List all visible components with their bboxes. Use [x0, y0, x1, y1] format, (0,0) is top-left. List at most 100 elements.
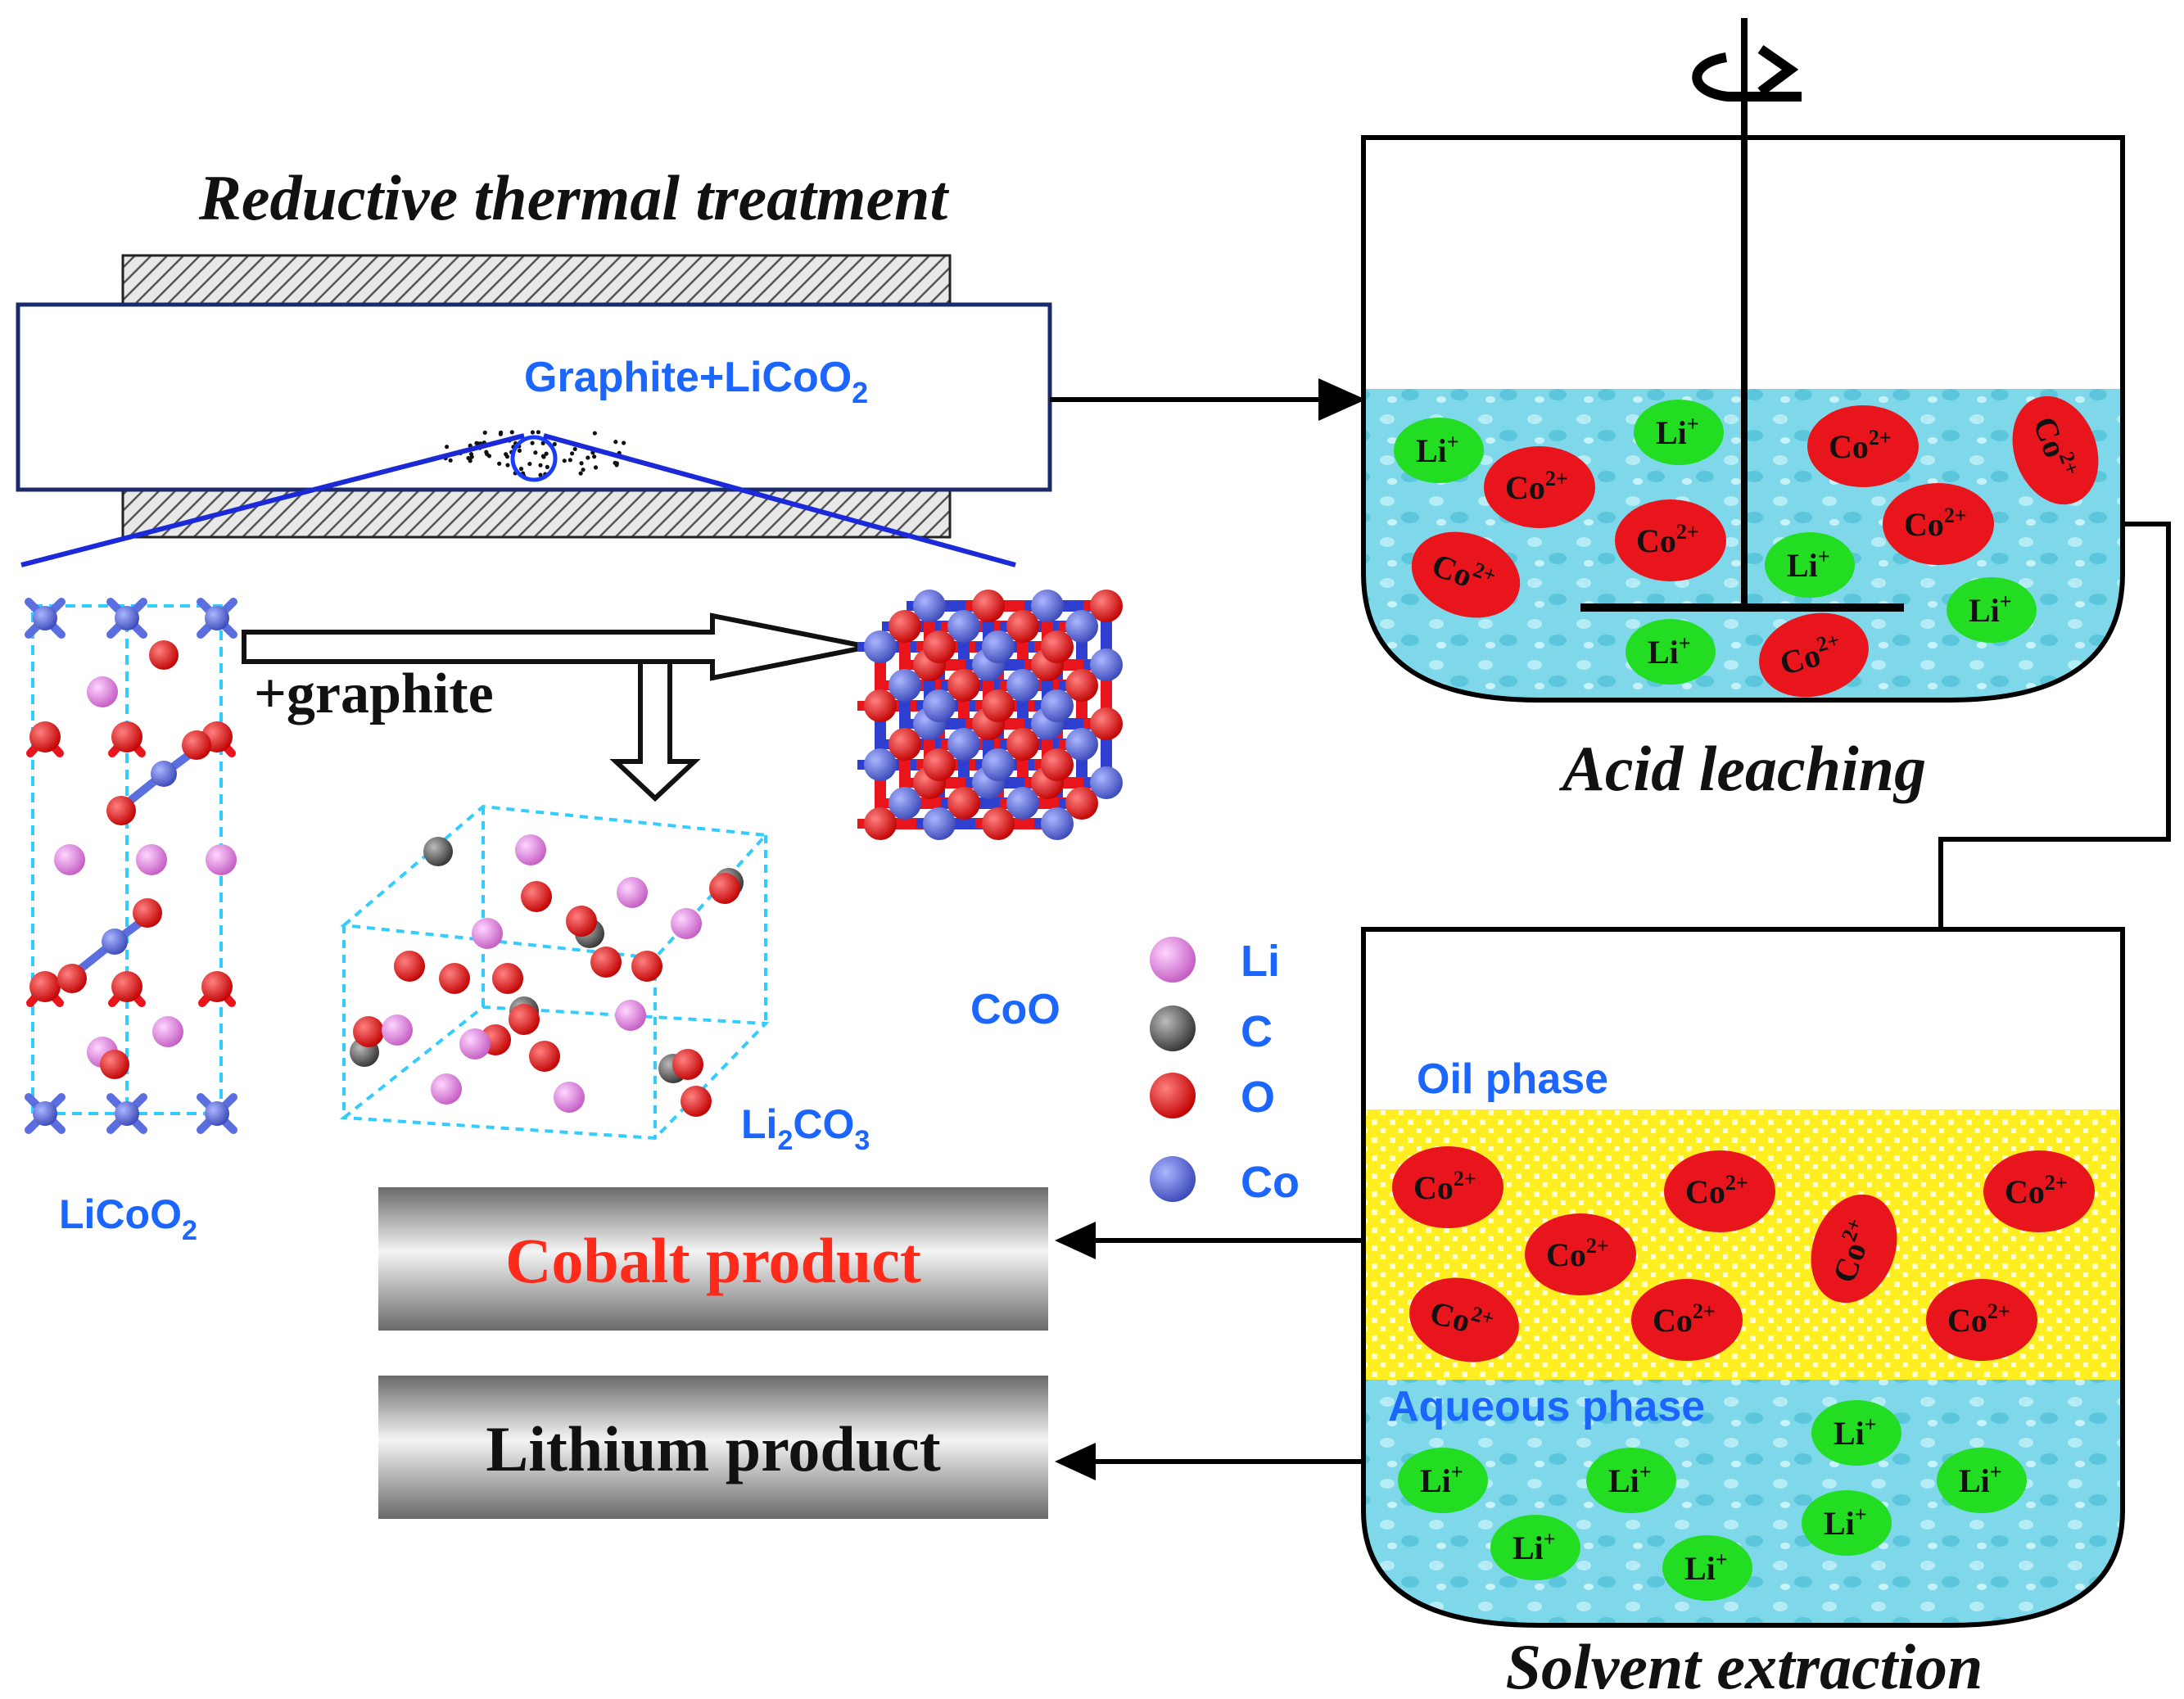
powder-dot — [533, 450, 538, 455]
graphite-licoo2-label: Graphite+LiCoO2 — [524, 354, 868, 409]
co-atom — [913, 590, 946, 622]
co2-ion: Co2+ — [1811, 1194, 1897, 1304]
co-atom — [1090, 766, 1123, 799]
co2-ion: Co2+ — [1411, 531, 1521, 618]
arrowhead-to-lithium — [1055, 1443, 1096, 1480]
powder-dot — [567, 458, 572, 463]
plus-graphite-label: +graphite — [254, 662, 494, 725]
li-ion: Li+ — [1765, 532, 1855, 598]
powder-dot — [538, 472, 543, 477]
powder-dot — [485, 452, 490, 457]
connector-to-extraction — [1938, 522, 2171, 929]
powder-dot — [544, 451, 549, 456]
powder-dot — [593, 465, 599, 470]
co-atom — [115, 1101, 139, 1126]
legend-c-label: C — [1241, 1007, 1273, 1056]
furnace-tube — [16, 302, 1052, 492]
o-atom — [709, 873, 740, 904]
co-atom — [982, 630, 1015, 663]
arrowhead-to-leaching — [1318, 378, 1366, 421]
powder-dot — [614, 463, 619, 468]
o-atom — [672, 1049, 703, 1080]
o-atom — [864, 807, 897, 840]
coo-label: CoO — [970, 986, 1060, 1033]
aqueous-phase-label: Aqueous phase — [1388, 1383, 1705, 1430]
co2-ion: Co2+ — [1983, 1150, 2095, 1232]
o-atom — [509, 1004, 540, 1035]
o-atom — [1090, 590, 1123, 622]
powder-dot — [540, 454, 545, 459]
li-atom — [54, 844, 85, 875]
co2-ion: Co2+ — [1615, 499, 1726, 581]
co-atom — [33, 1101, 57, 1126]
svg-text:Co2+: Co2+ — [2005, 1171, 2068, 1210]
svg-text:Li+: Li+ — [1656, 412, 1699, 451]
co-atom — [115, 606, 139, 630]
o-atom — [972, 590, 1005, 622]
li-ion: Li+ — [1398, 1448, 1488, 1513]
powder-dot — [530, 441, 535, 445]
o-atom — [864, 689, 897, 722]
legend-co-label: Co — [1241, 1158, 1300, 1207]
li-atom — [152, 1016, 183, 1047]
o-atom — [1041, 748, 1074, 781]
svg-text:Co2+: Co2+ — [1505, 467, 1568, 506]
o-atom — [29, 971, 61, 1002]
solvent-extraction-ions: Co2+Co2+Co2+Co2+Co2+Co2+Co2+Co2+Li+Li+Li… — [1392, 1146, 2095, 1601]
o-atom — [889, 728, 921, 761]
li-ion: Li+ — [1802, 1490, 1892, 1556]
li-ion: Li+ — [1947, 577, 2037, 643]
o-atom — [1006, 610, 1039, 643]
licoo2-label: LiCoO2 — [59, 1191, 197, 1246]
co-atom — [947, 728, 980, 761]
co-atom — [151, 761, 177, 787]
co-atom — [864, 748, 897, 781]
svg-text:Li+: Li+ — [1420, 1460, 1463, 1499]
li-ion: Li+ — [1394, 418, 1484, 483]
li2co3-crystal — [339, 804, 770, 1141]
coo-crystal — [857, 590, 1123, 840]
co2-ion: Co2+ — [2012, 395, 2099, 505]
powder-dot — [509, 430, 514, 435]
li-ion: Li+ — [1662, 1535, 1752, 1601]
co-atom — [1065, 728, 1098, 761]
o-atom — [590, 947, 622, 978]
o-atom — [521, 881, 552, 912]
co-atom — [889, 669, 921, 702]
svg-text:Co2+: Co2+ — [1636, 520, 1699, 559]
powder-dot — [572, 446, 577, 452]
lithium-product-label: Lithium product — [486, 1413, 941, 1484]
o-atom — [923, 630, 956, 663]
legend-c-swatch — [1150, 1005, 1196, 1051]
o-atom — [111, 971, 142, 1002]
powder-dot — [592, 454, 597, 459]
li-atom — [515, 834, 546, 865]
powder-dot — [517, 448, 522, 454]
powder-dot — [578, 471, 583, 476]
co-atom — [864, 630, 897, 663]
svg-text:Co2+: Co2+ — [1413, 1167, 1476, 1206]
powder-dot — [527, 461, 532, 467]
o-atom — [111, 721, 142, 752]
co-atom — [982, 748, 1015, 781]
co2-ion: Co2+ — [1759, 612, 1869, 698]
li-atom — [136, 844, 167, 875]
powder-dot — [570, 451, 575, 456]
o-atom — [566, 906, 597, 937]
li-ion: Li+ — [1626, 619, 1716, 685]
rotation-arrow-icon — [1757, 45, 1799, 96]
o-atom — [1065, 787, 1098, 820]
co-atom — [205, 606, 229, 630]
o-atom — [631, 951, 662, 982]
o-atom — [57, 964, 87, 993]
co2-ion: Co2+ — [1926, 1279, 2037, 1361]
o-atom — [982, 807, 1015, 840]
o-atom — [439, 963, 470, 994]
solvent-extraction-vessel — [1361, 927, 2125, 1628]
li-atom — [459, 1028, 491, 1060]
o-atom — [982, 689, 1015, 722]
co-atom — [1006, 669, 1039, 702]
powder-dot — [499, 430, 504, 435]
svg-text:Li+: Li+ — [1648, 631, 1691, 671]
